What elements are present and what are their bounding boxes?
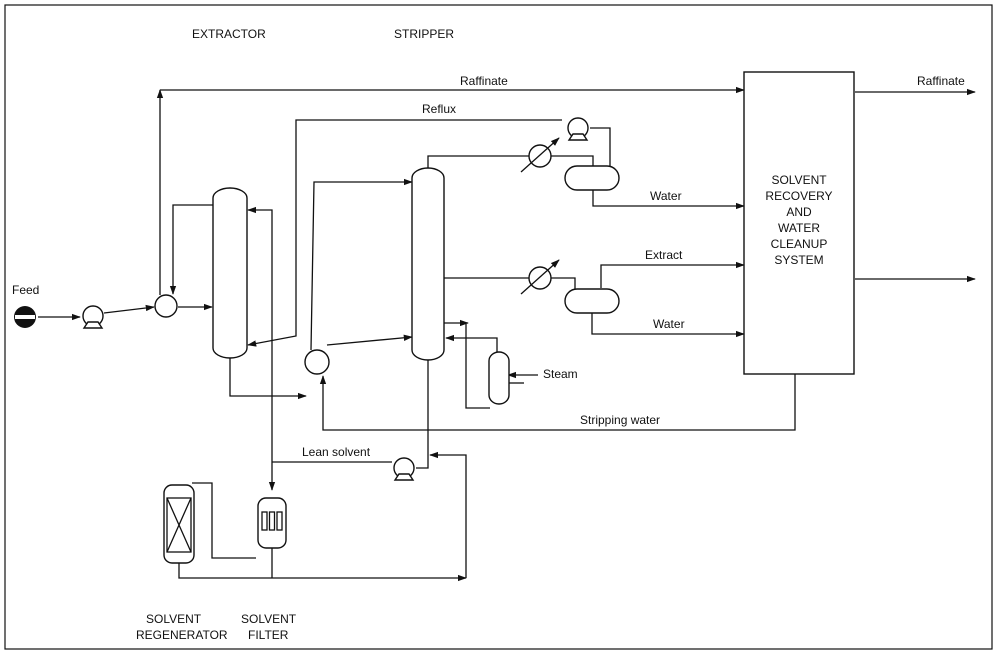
condenser-top-icon bbox=[520, 137, 560, 173]
solvent-filter-label-1: SOLVENT bbox=[241, 612, 297, 626]
reflux-pump-icon bbox=[567, 117, 589, 141]
solvent-filter-label-2: FILTER bbox=[248, 628, 289, 642]
extractor-top-loop-line bbox=[169, 204, 213, 295]
solvent-regenerator-label-2: REGENERATOR bbox=[136, 628, 228, 642]
extractor-bottom-to-exchanger-line bbox=[229, 355, 307, 400]
reboiler-vessel bbox=[488, 351, 510, 405]
stripper-overhead-line bbox=[427, 155, 530, 170]
feed-source-icon bbox=[14, 306, 36, 328]
condenser2-to-drum-line bbox=[550, 277, 576, 289]
stripper-bottoms-line bbox=[416, 358, 429, 469]
drum1-to-reflux-pump-line bbox=[590, 127, 611, 168]
solvent-filter-vessel bbox=[257, 497, 287, 549]
recovery-line-4: WATER bbox=[778, 221, 820, 235]
feed-exchanger-icon bbox=[154, 294, 178, 318]
diagram-border bbox=[4, 4, 993, 650]
overhead-drum-top bbox=[564, 165, 620, 191]
stripping-water-label: Stripping water bbox=[580, 413, 660, 427]
reboiler-return-line bbox=[465, 324, 490, 409]
reflux-label: Reflux bbox=[422, 102, 456, 116]
feed-pump-to-exchanger-line bbox=[103, 304, 155, 314]
feed-label: Feed bbox=[12, 283, 39, 297]
water-top-line bbox=[592, 190, 745, 210]
extract-line bbox=[600, 261, 745, 288]
recovery-line-1: SOLVENT bbox=[771, 173, 827, 187]
interchanger-icon bbox=[304, 349, 330, 375]
water-bottom-label: Water bbox=[653, 317, 685, 331]
return-to-pump-line bbox=[429, 451, 467, 578]
flow-lines bbox=[38, 86, 976, 582]
lean-solvent-pump-icon bbox=[393, 457, 415, 481]
solvent-recovery-system-box bbox=[743, 71, 855, 375]
water-top-label: Water bbox=[650, 189, 682, 203]
steam-label: Steam bbox=[543, 367, 578, 381]
extractor-column bbox=[212, 187, 248, 359]
stripping-water-line bbox=[319, 374, 796, 431]
filter-bypass-line bbox=[192, 482, 256, 559]
condenser-side-icon bbox=[520, 259, 560, 295]
recovery-line-5: CLEANUP bbox=[771, 237, 828, 251]
solvent-regenerator-vessel bbox=[163, 484, 195, 564]
solvent-regenerator-label-1: SOLVENT bbox=[146, 612, 202, 626]
feed-pump-icon bbox=[82, 305, 104, 329]
lean-solvent-label: Lean solvent bbox=[302, 445, 371, 459]
recovery-line-6: SYSTEM bbox=[774, 253, 823, 267]
extract-drum bbox=[564, 288, 620, 314]
extractor-right-inlet-line bbox=[247, 206, 273, 462]
reboiler-top-line bbox=[445, 334, 498, 352]
condenser1-to-drum-line bbox=[550, 155, 594, 166]
raffinate-label: Raffinate bbox=[460, 74, 508, 88]
stripper-column bbox=[411, 167, 445, 361]
recovery-line-2: RECOVERY bbox=[765, 189, 832, 203]
solvent-to-stripper-line bbox=[310, 178, 413, 351]
reflux-line bbox=[247, 119, 562, 347]
extractor-heading: EXTRACTOR bbox=[192, 27, 266, 41]
regenerator-bottom-line bbox=[178, 560, 467, 582]
recovery-line-3: AND bbox=[786, 205, 812, 219]
stripper-heading: STRIPPER bbox=[394, 27, 454, 41]
raffinate-out-label: Raffinate bbox=[917, 74, 965, 88]
water-bottom-line bbox=[591, 311, 745, 338]
extract-label: Extract bbox=[645, 248, 683, 262]
exchanger-to-stripper-line bbox=[326, 334, 413, 346]
